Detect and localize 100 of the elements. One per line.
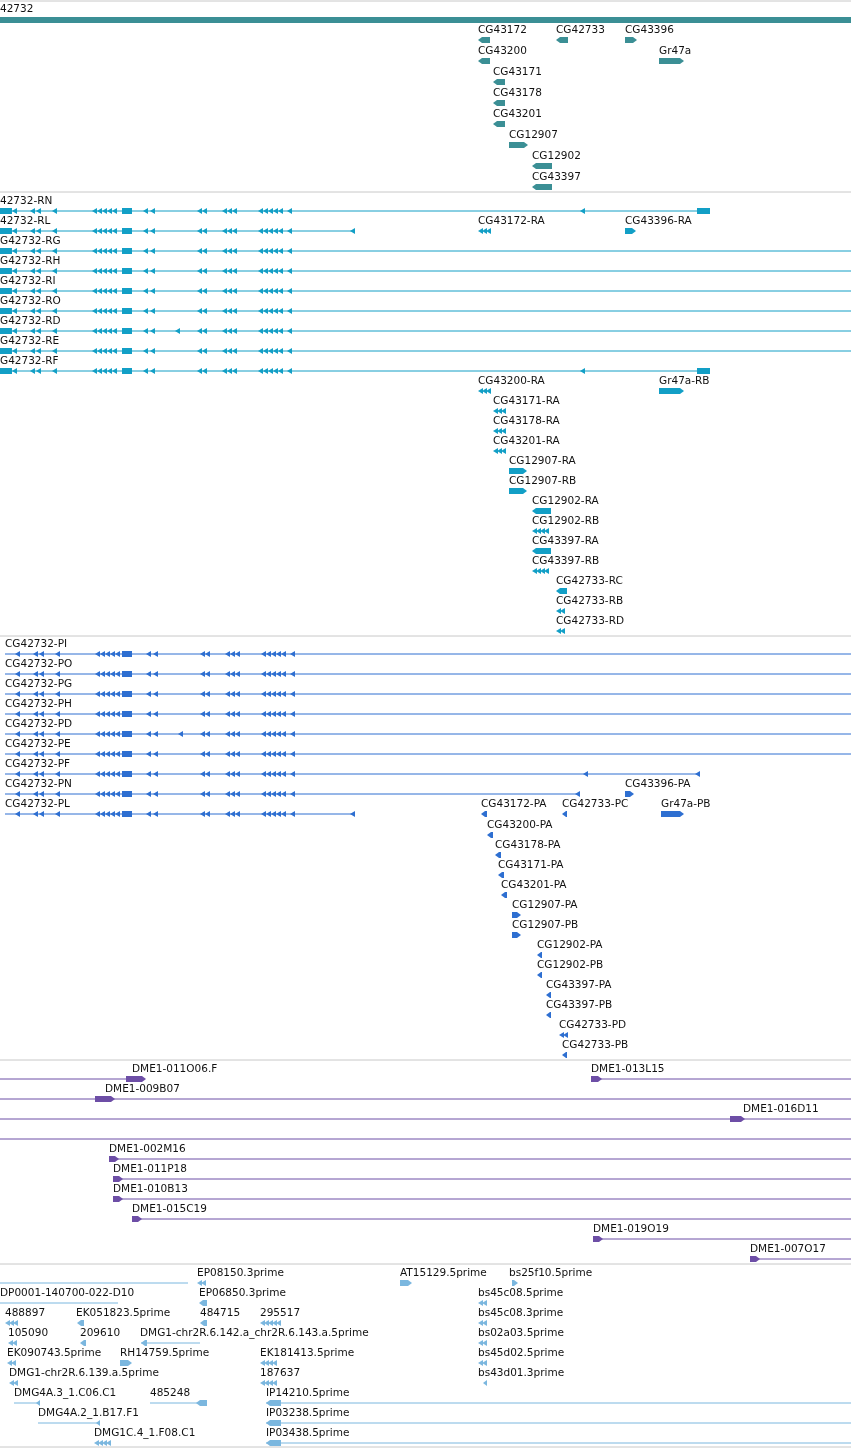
feature-label: CG43200 bbox=[478, 44, 527, 56]
feature-label: Gr47a bbox=[659, 44, 692, 56]
feature-label: bs43d01.3prime bbox=[478, 1366, 565, 1378]
feature-label: G42732-RE bbox=[0, 334, 60, 346]
feature-label: CG43396-PA bbox=[625, 777, 691, 789]
feature-label: CG42733-RB bbox=[556, 594, 624, 606]
feature-label: 295517 bbox=[260, 1306, 301, 1318]
feature-label: DMG1C.4_1.F08.C1 bbox=[94, 1426, 196, 1438]
feature-label: CG42732-PO bbox=[5, 657, 73, 669]
feature-label: 42732-RN bbox=[0, 194, 53, 206]
feature-label: CG43200-RA bbox=[478, 374, 545, 386]
feature-label: CG42732-PE bbox=[5, 737, 71, 749]
feature-label: CG43172-PA bbox=[481, 797, 547, 809]
feature-label: CG42733 bbox=[556, 23, 605, 35]
feature-label: G42732-RI bbox=[0, 274, 56, 286]
feature-label: G42732-RG bbox=[0, 234, 61, 246]
feature-label: bs02a03.5prime bbox=[478, 1326, 564, 1338]
feature-label: IP14210.5prime bbox=[266, 1386, 350, 1398]
feature-label: CG42733-RC bbox=[556, 574, 623, 586]
feature-label: CG43172-RA bbox=[478, 214, 545, 226]
feature-label: CG43178-RA bbox=[493, 414, 560, 426]
feature-label: bs25f10.5prime bbox=[509, 1266, 593, 1278]
feature-label: EK181413.5prime bbox=[260, 1346, 355, 1358]
feature-label: Gr47a-RB bbox=[659, 374, 710, 386]
feature-label: CG43397-PB bbox=[546, 998, 613, 1010]
feature-label: CG43178 bbox=[493, 86, 542, 98]
feature-label: G42732-RD bbox=[0, 314, 61, 326]
feature-label: CG42733-PC bbox=[562, 797, 629, 809]
feature-label: CG43171-PA bbox=[498, 858, 564, 870]
feature-label: 485248 bbox=[150, 1386, 191, 1398]
feature-label: bs45c08.5prime bbox=[478, 1286, 564, 1298]
feature-label: CG12907-RA bbox=[509, 454, 576, 466]
feature-label: CG42732-PN bbox=[5, 777, 72, 789]
feature-label: DME1-013L15 bbox=[591, 1062, 665, 1074]
feature-label: CG12907 bbox=[509, 128, 558, 140]
feature-label: CG43397-PA bbox=[546, 978, 612, 990]
feature-label: CG43171 bbox=[493, 65, 542, 77]
feature-label: CG42732-PF bbox=[5, 757, 71, 769]
feature-label: CG42732-PH bbox=[5, 697, 72, 709]
feature-label: CG12902-PB bbox=[537, 958, 604, 970]
feature-label: CG42732-PI bbox=[5, 637, 68, 649]
feature-label: CG43172 bbox=[478, 23, 527, 35]
feature-label: CG43397 bbox=[532, 170, 581, 182]
feature-label: IP03438.5prime bbox=[266, 1426, 350, 1438]
feature-label: DME1-011O06.F bbox=[132, 1062, 218, 1074]
feature-label: 42732 bbox=[0, 2, 34, 14]
feature-label: DMG1-chr2R.6.139.a.5prime bbox=[9, 1366, 159, 1378]
feature-label: DME1-016D11 bbox=[743, 1102, 819, 1114]
feature-label: bs45d02.5prime bbox=[478, 1346, 565, 1358]
feature-label: DME1-007O17 bbox=[750, 1242, 826, 1254]
feature-label: CG12902-RA bbox=[532, 494, 599, 506]
feature-label: CG12902-PA bbox=[537, 938, 603, 950]
feature-label: Gr47a-PB bbox=[661, 797, 711, 809]
feature-label: EP08150.3prime bbox=[197, 1266, 284, 1278]
feature-label: DME1-019O19 bbox=[593, 1222, 669, 1234]
feature-label: 209610 bbox=[80, 1326, 121, 1338]
feature-label: G42732-RO bbox=[0, 294, 61, 306]
feature-label: DMG4A.2_1.B17.F1 bbox=[38, 1406, 139, 1418]
feature-label: DP0001-140700-022-D10 bbox=[0, 1286, 135, 1298]
feature-label: CG12902-RB bbox=[532, 514, 600, 526]
feature-label: RH14759.5prime bbox=[120, 1346, 210, 1358]
feature-label: CG42732-PL bbox=[5, 797, 70, 809]
feature-label: DME1-015C19 bbox=[132, 1202, 207, 1214]
feature-label: CG43396 bbox=[625, 23, 674, 35]
feature-label: CG43201-RA bbox=[493, 434, 560, 446]
feature-label: DME1-010B13 bbox=[113, 1182, 188, 1194]
feature-label: 42732-RL bbox=[0, 214, 51, 226]
feature-label: DME1-009B07 bbox=[105, 1082, 180, 1094]
feature-label: 187637 bbox=[260, 1366, 301, 1378]
feature-label: IP03238.5prime bbox=[266, 1406, 350, 1418]
feature-label: CG43397-RA bbox=[532, 534, 599, 546]
feature-label: 105090 bbox=[8, 1326, 49, 1338]
feature-label: CG12902 bbox=[532, 149, 581, 161]
feature-label: CG42732-PD bbox=[5, 717, 73, 729]
feature-label: CG42733-PD bbox=[559, 1018, 627, 1030]
feature-label: CG42733-PB bbox=[562, 1038, 629, 1050]
feature-label: EK051823.5prime bbox=[76, 1306, 171, 1318]
feature-label: G42732-RH bbox=[0, 254, 61, 266]
feature-label: EP06850.3prime bbox=[199, 1286, 286, 1298]
feature-label: EK090743.5prime bbox=[7, 1346, 102, 1358]
feature-label: 488897 bbox=[5, 1306, 46, 1318]
feature-label: CG42732-PG bbox=[5, 677, 73, 689]
feature-label: CG43201 bbox=[493, 107, 542, 119]
feature-label: CG43201-PA bbox=[501, 878, 567, 890]
feature-label: DMG4A.3_1.C06.C1 bbox=[14, 1386, 117, 1398]
feature-label: DME1-002M16 bbox=[109, 1142, 186, 1154]
feature-label: bs45c08.3prime bbox=[478, 1306, 564, 1318]
feature-label: DMG1-chr2R.6.142.a_chr2R.6.143.a.5prime bbox=[140, 1326, 369, 1338]
feature-label: 484715 bbox=[200, 1306, 241, 1318]
feature-label: CG43396-RA bbox=[625, 214, 692, 226]
feature-label: CG12907-PA bbox=[512, 898, 578, 910]
feature-label: G42732-RF bbox=[0, 354, 59, 366]
feature-label: AT15129.5prime bbox=[400, 1266, 487, 1278]
feature-label: CG12907-RB bbox=[509, 474, 577, 486]
feature-label: CG43397-RB bbox=[532, 554, 600, 566]
feature-label: CG12907-PB bbox=[512, 918, 579, 930]
feature-label: CG43200-PA bbox=[487, 818, 553, 830]
feature-label: CG43178-PA bbox=[495, 838, 561, 850]
feature-label: DME1-011P18 bbox=[113, 1162, 187, 1174]
feature-label: CG42733-RD bbox=[556, 614, 625, 626]
